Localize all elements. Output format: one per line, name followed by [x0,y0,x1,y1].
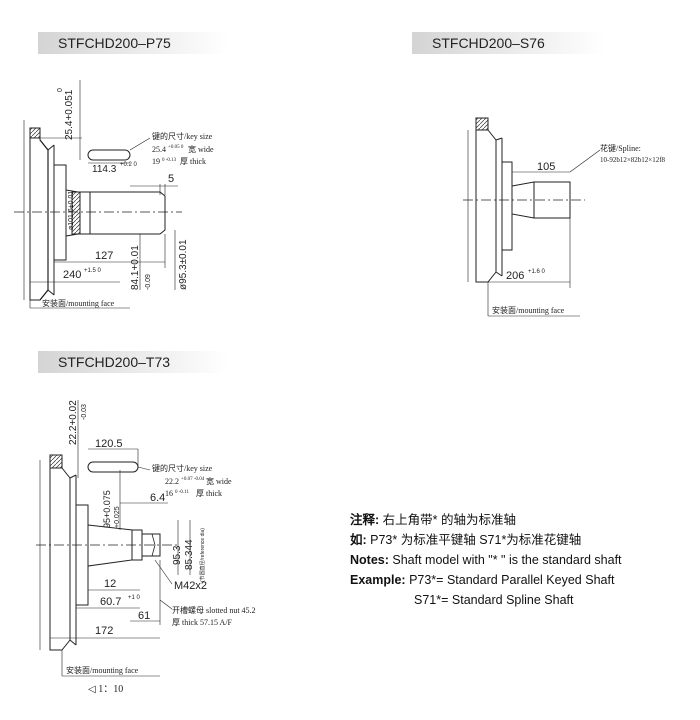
p75-dim-95: ø95.3±0.01 [178,239,189,290]
t73-key-line1: 22.2 [165,477,179,486]
notes-block: 注释: 右上角带* 的轴为标准轴 如: P73* 为标准平键轴 S71*为标准花… [350,510,622,610]
t73-key-line2-tol: 0 -0.11 [175,490,189,495]
t73-key-label: 键的尺寸/key size [152,463,213,473]
t73-dim-top: 22.2+0.02 [68,400,79,445]
p75-title: STFCHD200–P75 [58,35,171,51]
p75-dim-top-tol: 0 [57,88,64,92]
p75-key-line2-unit: 厚 thick [180,157,206,166]
t73-dim-607-tol: +1 0 [128,595,141,601]
t73-dim-172: 172 [95,625,113,637]
notes-line-5-text: S71*= Standard Spline Shaft [414,593,574,607]
p75-dim-127: 127 [95,250,113,262]
t73-title: STFCHD200–T73 [58,354,171,370]
t73-dim-61: 61 [138,610,150,622]
t73-dim-pitch: (节圆直径/reference dia) [199,528,206,582]
t73-dim-85344: 85.344 [184,539,195,570]
notes-line-1-label: 注释: [350,513,380,527]
t73-key-line1-tol: +0.07 -0.04 [181,477,205,482]
notes-line-1: 注释: 右上角带* 的轴为标准轴 [350,510,622,530]
p75-dim-top: 25.4+0.051 [64,89,75,140]
notes-line-2-text: P73* 为标准平键轴 S71*为标准花键轴 [366,533,582,547]
t73-dim-1205: 120.5 [95,438,123,450]
t73-nut-en: 厚 thick 57.15 A/F [172,618,233,627]
s76-dim-206: 206 [506,270,524,282]
notes-line-2-label: 如: [350,533,367,547]
t73-dim-64: 6.4 [150,492,165,504]
p75-dim-keylen-tol: +0.2 0 [120,162,138,168]
t73-key-line2: 16 [165,489,173,498]
p75-labels: 25.4+0.051 0 键的尺寸/key size 25.4 +0.05 0 … [42,88,214,308]
t73-key-line2-unit: 厚 thick [196,489,222,498]
p75-key-line1-unit: 宽 wide [188,144,214,154]
p75-dim-shaft-dia: ø101.6±0.01 [68,191,75,230]
p75-drawing [14,80,182,309]
notes-line-3: Notes: Shaft model with "* " is the stan… [350,550,622,570]
section-title-p75: STFCHD200–P75 [38,32,228,54]
p75-dim-240-tol: +1.5 0 [84,268,102,274]
notes-line-5: S71*= Standard Spline Shaft [350,590,622,610]
t73-dim-953: 95.3 [172,545,183,565]
s76-mount: 安装面/mounting face [492,305,565,315]
s76-drawing [463,117,601,317]
section-title-t73: STFCHD200–T73 [38,351,228,373]
notes-line-3-label: Notes: [350,553,389,567]
t73-dim-95075-tol: +0.025 [114,506,121,528]
t73-key-line1-unit: 宽 wide [206,476,232,486]
t73-nut-cn: 开槽螺母 slotted nut 45.2 [172,605,256,615]
t73-dim-top-tol: -0.03 [81,404,88,420]
t73-labels: 22.2+0.02 -0.03 120.5 键的尺寸/key size 22.2… [66,400,256,695]
p75-key-line2-tol: 0 -0.13 [162,158,177,163]
p75-key-line1: 25.4 [152,145,166,154]
p75-key-line1-tol: +0.05 0 [168,145,184,150]
t73-taper: ◁ 1：10 [88,684,123,695]
p75-key-label: 键的尺寸/key size [152,131,213,141]
s76-spline-label: 花键/Spline: [600,143,641,153]
s76-dim-206-tol: +1.6 0 [528,269,546,275]
notes-line-4-label: Example: [350,573,406,587]
p75-mount: 安装面/mounting face [42,298,115,308]
section-title-s76: STFCHD200–S76 [412,32,604,54]
t73-dim-607: 60.7 [100,596,121,608]
p75-dim-keylen: 114.3 [92,164,117,175]
t73-dim-m42: M42x2 [174,580,207,592]
p75-dim-5: 5 [168,173,174,185]
s76-title: STFCHD200–S76 [432,35,545,51]
notes-line-2: 如: P73* 为标准平键轴 S71*为标准花键轴 [350,530,622,550]
t73-dim-12: 12 [104,578,116,590]
p75-key-line2: 19 [152,157,160,166]
s76-dim-105: 105 [537,161,555,173]
p75-dim-84-tol: -0.09 [145,274,152,290]
notes-line-3-text: Shaft model with "* " is the standard sh… [388,553,622,567]
s76-spline-spec: 10-92b12×82b12×12f8 [600,156,666,164]
t73-dim-95075: 95+0.075 [102,490,112,528]
t73-drawing [36,400,191,677]
p75-dim-240: 240 [63,269,81,281]
t73-mount: 安装面/mounting face [66,665,139,675]
notes-line-4-text: P73*= Standard Parallel Keyed Shaft [405,573,615,587]
notes-line-1-text: 右上角带* 的轴为标准轴 [379,513,516,527]
notes-line-4: Example: P73*= Standard Parallel Keyed S… [350,570,622,590]
s76-labels: 花键/Spline: 10-92b12×82b12×12f8 105 206 +… [492,143,666,315]
p75-dim-84: 84.1+0.01 [130,245,141,290]
